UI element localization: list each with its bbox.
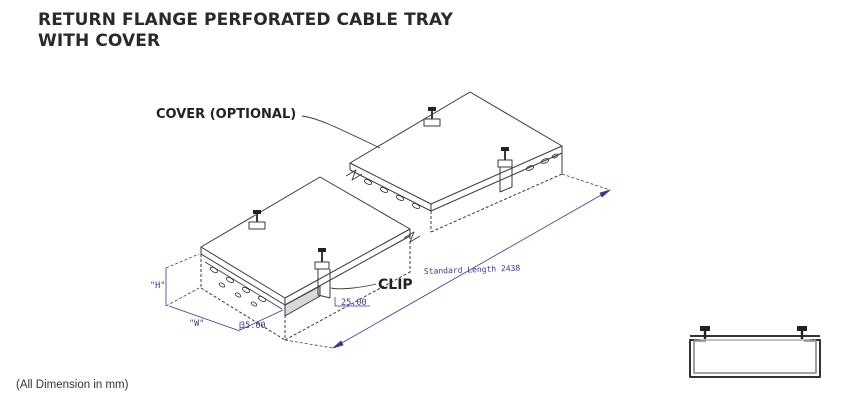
title-line-2: WITH COVER (38, 31, 161, 51)
cross-section-view (689, 326, 821, 378)
rear-tray-section (345, 91, 563, 233)
height-label: "H" (150, 281, 165, 291)
standard-length-label: Standard Length 2438 (424, 264, 521, 276)
dimension-lines (165, 173, 611, 349)
clip-dimension: 25.00 (341, 298, 367, 308)
clip-callout: CLIP (378, 277, 413, 293)
front-tray-section (200, 176, 421, 341)
width-label: "W" (189, 319, 204, 329)
flange-dimension: 35.00 (240, 321, 266, 331)
diagram-title: RETURN FLANGE PERFORATED CABLE TRAY WITH… (38, 10, 453, 52)
title-line-1: RETURN FLANGE PERFORATED CABLE TRAY (38, 10, 454, 30)
dimension-footnote: (All Dimension in mm) (16, 379, 129, 391)
cover-callout: COVER (OPTIONAL) (156, 107, 297, 122)
